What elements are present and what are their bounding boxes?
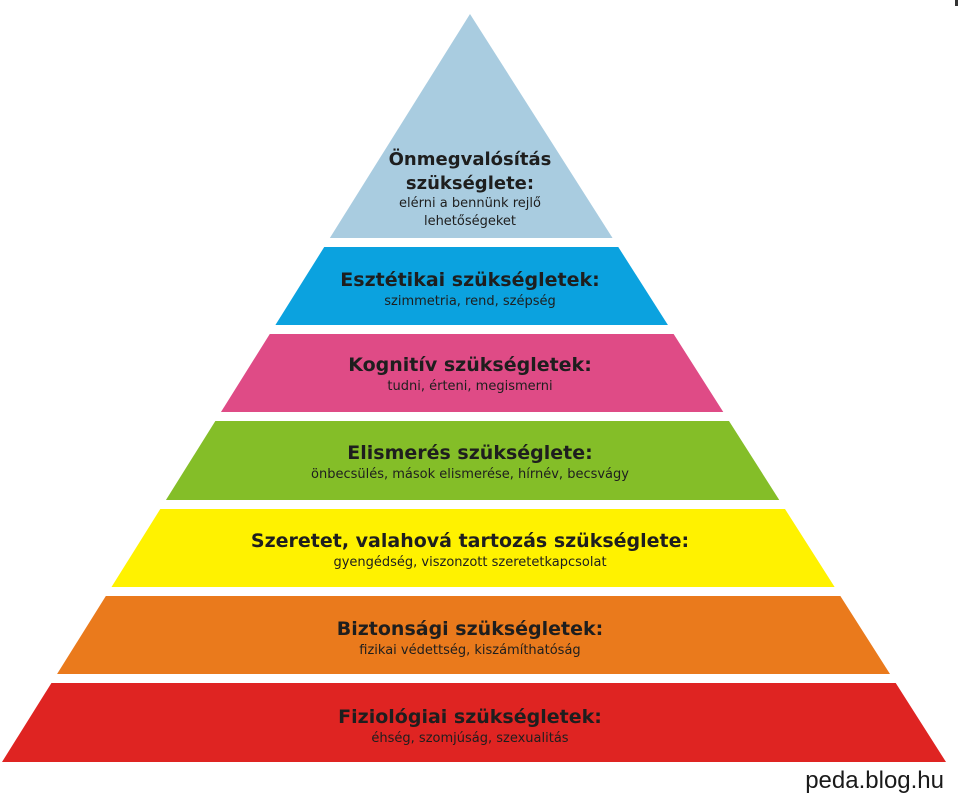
tier-title: Önmegvalósítás [389,148,552,170]
tier-safety: Biztonsági szükségletek: fizikai védettsé… [57,596,890,674]
tier-title: Biztonsági szükségletek: [337,618,604,640]
tier-description: lehetőségeket [424,214,516,229]
tier-title: Szeretet, valahová tartozás szükséglete: [251,530,689,552]
tier-description: éhség, szomjúság, szexualitás [371,731,568,746]
tier-title: Fiziológiai szükségletek: [338,706,602,728]
tier-band [57,596,890,674]
tier-description: tudni, érteni, megismerni [387,379,552,394]
tier-physiological: Fiziológiai szükségletek: éhség, szomjúsá… [2,683,946,762]
tier-title: Kognitív szükségletek: [348,354,592,376]
tier-description: gyengédség, viszonzott szeretetkapcsolat [333,555,606,570]
tier-esteem: Elismerés szükséglete: önbecsülés, mások … [165,421,780,500]
tier-description: önbecsülés, mások elismerése, hírnév, be… [311,467,629,482]
tier-description: szimmetria, rend, szépség [384,294,556,309]
tier-self-actualization: Önmegvalósítás szükséglete: elérni a bennü… [329,14,613,238]
tier-aesthetic: Esztétikai szükségletek: szimmetria, rend… [275,247,668,325]
tier-description: elérni a bennünk rejlő [399,196,541,211]
tier-band [329,14,613,238]
tier-belonging: Szeretet, valahová tartozás szükséglete:… [111,509,835,587]
corner-mark [955,0,958,6]
tier-band [111,509,835,587]
watermark: peda.blog.hu [805,767,944,794]
tier-band [275,247,668,325]
tier-band [2,683,946,762]
tier-cognitive: Kognitív szükségletek: tudni, érteni, meg… [220,334,724,412]
tier-title: szükséglete: [406,173,534,194]
tier-band [165,421,780,500]
tier-title: Elismerés szükséglete: [347,442,592,464]
tier-description: fizikai védettség, kiszámíthatóság [359,643,580,658]
tier-band [220,334,724,412]
tier-title: Esztétikai szükségletek: [340,269,599,291]
